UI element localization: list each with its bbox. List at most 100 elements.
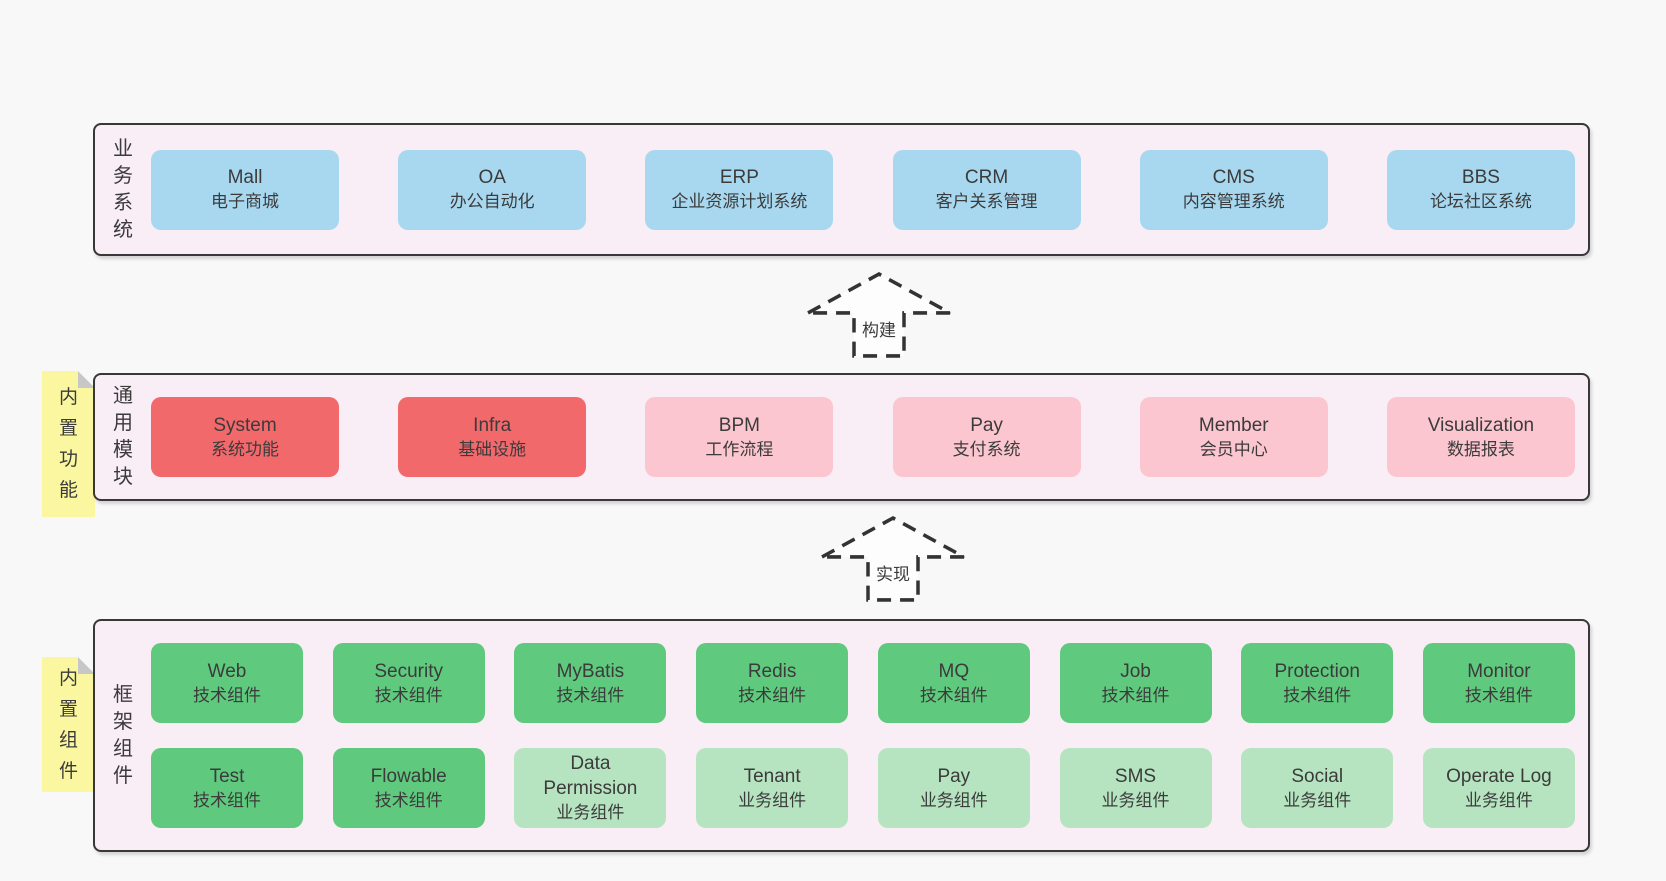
box-subtitle: 系统功能 — [211, 439, 279, 459]
box-member: Member 会员中心 — [1139, 397, 1328, 477]
box-subtitle: 技术组件 — [919, 685, 988, 705]
layer-label-modules: 通用模块 — [95, 375, 151, 499]
box-title: Test — [209, 765, 245, 787]
layer-label-text: 通用模块 — [113, 385, 133, 488]
box-title: CRM — [964, 167, 1009, 188]
box-subtitle: 基础设施 — [458, 439, 527, 459]
box-subtitle: 技术组件 — [556, 685, 625, 705]
box-subtitle: 业务组件 — [1464, 790, 1533, 810]
sticky-note-builtin-features: 内置功能 — [42, 371, 95, 517]
box-subtitle: 客户关系管理 — [935, 192, 1038, 211]
box-mybatis: MyBatis 技术组件 — [514, 643, 667, 723]
box-subtitle: 技术组件 — [738, 685, 807, 705]
box-flowable: Flowable 技术组件 — [332, 748, 485, 828]
box-subtitle: 技术组件 — [1283, 685, 1352, 705]
box-title: Mall — [227, 167, 263, 188]
box-redis: Redis 技术组件 — [696, 643, 849, 723]
box-title: Redis — [747, 660, 797, 682]
box-data-permission: Data Permission 业务组件 — [514, 748, 667, 828]
box-subtitle: 会员中心 — [1199, 439, 1268, 459]
arrow-implement-label: 实现 — [873, 559, 913, 586]
box-subtitle: 业务组件 — [1101, 790, 1170, 810]
box-crm: CRM 客户关系管理 — [892, 149, 1081, 230]
box-pay: Pay 业务组件 — [877, 748, 1030, 828]
box-title: MQ — [938, 660, 970, 682]
components-box-row-2: Test 技术组件 Flowable 技术组件 Data Permission 业务组件 T… — [151, 748, 1575, 828]
box-infra: Infra 基础设施 — [398, 397, 587, 477]
box-mall: Mall 电子商城 — [151, 149, 339, 230]
layer-label-business: 业务系统 — [95, 125, 151, 254]
box-subtitle: 技术组件 — [193, 790, 261, 810]
box-title: MyBatis — [556, 660, 625, 682]
arrow-implement: 实现 — [820, 516, 966, 602]
box-mq: MQ 技术组件 — [877, 643, 1030, 723]
box-social: Social 业务组件 — [1241, 748, 1394, 828]
box-subtitle: 支付系统 — [952, 439, 1021, 459]
layer-label-text: 业务系统 — [113, 137, 133, 241]
box-job: Job 技术组件 — [1059, 643, 1212, 723]
arrow-build: 构建 — [806, 272, 952, 358]
layer-label-components: 框架组件 — [95, 621, 151, 850]
box-title: BPM — [718, 414, 760, 436]
box-system: System 系统功能 — [151, 397, 339, 477]
sticky-note-builtin-components: 内置组件 — [42, 657, 95, 792]
box-title: ERP — [719, 167, 759, 188]
box-subtitle: 工作流程 — [705, 439, 774, 459]
box-subtitle: 技术组件 — [1464, 685, 1533, 705]
box-subtitle: 业务组件 — [556, 803, 625, 822]
folded-corner-icon — [78, 371, 95, 388]
box-subtitle: 论坛社区系统 — [1429, 192, 1532, 211]
box-title: Operate Log — [1446, 765, 1552, 787]
box-subtitle: 业务组件 — [919, 790, 988, 810]
box-subtitle: 电子商城 — [211, 192, 279, 211]
box-title: Web — [207, 660, 247, 682]
box-protection: Protection 技术组件 — [1241, 643, 1394, 723]
box-title: SMS — [1114, 765, 1157, 787]
box-bbs: BBS 论坛社区系统 — [1386, 149, 1575, 230]
box-title: Pay — [937, 765, 971, 787]
box-operate-log: Operate Log 业务组件 — [1422, 748, 1575, 828]
box-subtitle: 内容管理系统 — [1182, 192, 1285, 211]
box-title: Security — [374, 660, 444, 682]
folded-corner-icon — [78, 657, 95, 674]
box-title: Tenant — [743, 765, 801, 787]
box-title: Data Permission — [543, 753, 638, 799]
box-bpm: BPM 工作流程 — [645, 397, 834, 477]
box-title: Flowable — [370, 765, 447, 787]
box-subtitle: 技术组件 — [1101, 685, 1170, 705]
layer-label-text: 框架组件 — [113, 683, 133, 787]
sticky-note-text: 内置功能 — [58, 387, 78, 501]
box-pay: Pay 支付系统 — [892, 397, 1081, 477]
box-title: Member — [1198, 414, 1269, 436]
box-subtitle: 技术组件 — [193, 685, 261, 705]
box-subtitle: 技术组件 — [374, 790, 443, 810]
box-title: OA — [478, 167, 506, 188]
box-title: Infra — [473, 414, 512, 436]
modules-box-row: System 系统功能 Infra 基础设施 BPM 工作流程 Pay 支付系统 Member 会… — [151, 375, 1588, 499]
box-title: CMS — [1212, 167, 1255, 188]
sticky-note-text: 内置组件 — [58, 667, 78, 782]
box-title: Protection — [1274, 660, 1360, 682]
box-subtitle: 业务组件 — [1283, 790, 1352, 810]
box-title: System — [213, 414, 277, 436]
box-cms: CMS 内容管理系统 — [1139, 149, 1328, 230]
box-title: Job — [1120, 660, 1151, 682]
box-subtitle: 技术组件 — [374, 685, 443, 705]
box-title: BBS — [1461, 167, 1500, 188]
box-title: Pay — [970, 414, 1003, 436]
box-test: Test 技术组件 — [151, 748, 303, 828]
box-sms: SMS 业务组件 — [1059, 748, 1212, 828]
box-subtitle: 业务组件 — [738, 790, 807, 810]
box-title: Social — [1291, 765, 1344, 787]
